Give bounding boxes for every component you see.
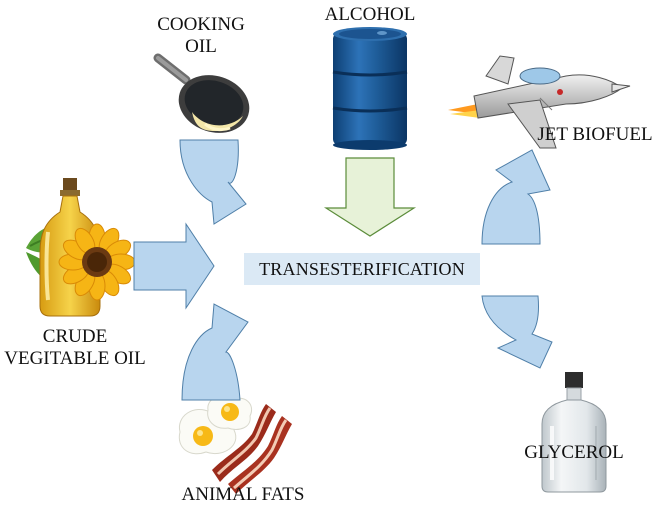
bacon-icon [212, 404, 292, 494]
crude-oil-label-line1: CRUDE [42, 326, 108, 347]
arrow-center-to-glycerol [481, 295, 553, 369]
glass-bottle-icon [541, 372, 607, 493]
crude-vegetable-oil-label: CRUDE VEGITABLE OIL [0, 326, 150, 370]
cooking-oil-label-line2: OIL [185, 36, 217, 57]
crude-oil-label-line2: VEGITABLE OIL [4, 348, 146, 369]
jet-plane-icon [448, 55, 631, 149]
barrel-icon [332, 27, 408, 150]
transesterification-box: TRANSESTERIFICATION [244, 253, 480, 285]
arrow-alcohol-to-center [323, 157, 417, 237]
arrow-cooking-oil-to-center [179, 139, 247, 225]
glycerol-label: GLYCEROL [524, 442, 624, 463]
animal-fats-label: ANIMAL FATS [181, 484, 305, 505]
frying-pan-icon [153, 53, 250, 133]
cooking-oil-label-line1: COOKING [157, 14, 245, 35]
arrow-animal-fats-to-center [181, 303, 249, 401]
fried-eggs-icon [178, 395, 252, 455]
jet-biofuel-label: JET BIOFUEL [537, 124, 653, 145]
cooking-oil-label: COOKING OIL [146, 14, 256, 58]
arrow-center-to-jet-biofuel [481, 149, 551, 245]
arrow-crude-oil-to-center [133, 222, 215, 310]
transesterification-label: TRANSESTERIFICATION [259, 259, 465, 279]
alcohol-label: ALCOHOL [324, 4, 416, 25]
